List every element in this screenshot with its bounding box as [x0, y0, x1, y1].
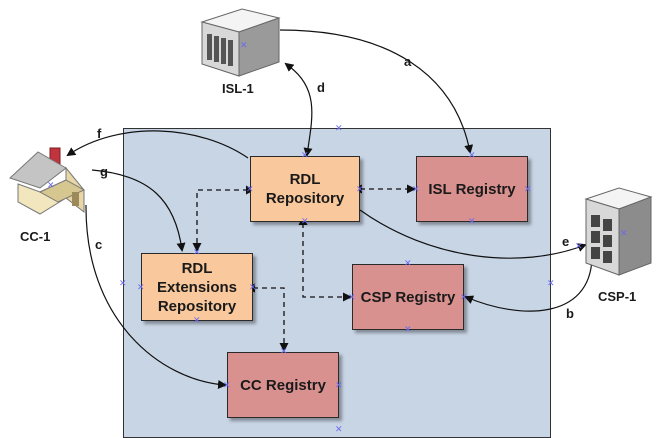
edge-label-d: d [317, 80, 325, 95]
csp1-server-icon[interactable] [581, 185, 656, 280]
connection-marker: ✕ [404, 258, 412, 268]
connection-marker: ✕ [249, 282, 257, 292]
csp1-label: CSP-1 [598, 289, 637, 304]
csp-registry-label: CSP Registry [360, 288, 456, 306]
isl-registry-box[interactable]: ISL Registry [416, 156, 528, 222]
connection-marker: ✕ [356, 184, 364, 194]
connection-marker: ✕ [301, 150, 309, 160]
rdl-extensions-repository-box[interactable]: RDL Extensions Repository [141, 253, 253, 321]
isl1-server-icon[interactable] [197, 4, 287, 79]
connection-marker: ✕ [47, 180, 55, 190]
connection-marker: ✕ [547, 278, 555, 288]
edge-c-line [85, 204, 227, 389]
dashed-link-extensions-cc [246, 283, 289, 352]
cc1-house-icon[interactable] [8, 140, 88, 220]
rdl-extensions-line2: Extensions [156, 278, 238, 296]
edge-d-line [284, 62, 313, 157]
connection-marker: ✕ [223, 380, 231, 390]
edge-g-line [91, 169, 186, 252]
connection-marker: ✕ [193, 247, 201, 257]
connection-marker: ✕ [348, 292, 356, 302]
connection-marker: ✕ [620, 228, 628, 238]
isl1-label: ISL-1 [222, 81, 254, 96]
isl-registry-label: ISL Registry [428, 180, 516, 198]
edge-label-e: e [562, 234, 570, 249]
connection-marker: ✕ [335, 380, 343, 390]
connection-marker: ✕ [137, 282, 145, 292]
rdl-repository-box[interactable]: RDL Repository [250, 156, 360, 222]
edge-label-b: b [566, 306, 574, 321]
edge-label-f: f [97, 126, 102, 141]
edge-e-line [359, 209, 587, 259]
connection-marker: ✕ [412, 184, 420, 194]
rdl-repository-line2: Repository [265, 190, 345, 207]
connection-marker: ✕ [468, 150, 476, 160]
connection-marker: ✕ [404, 324, 412, 334]
edge-f-line [66, 130, 249, 159]
connection-marker: ✕ [335, 123, 343, 133]
csp-registry-box[interactable]: CSP Registry [352, 264, 464, 330]
dashed-link-repo-extensions [192, 185, 255, 252]
connection-marker: ✕ [335, 424, 343, 434]
edge-b-line [464, 257, 593, 312]
connection-marker: ✕ [460, 292, 468, 302]
connection-marker: ✕ [119, 278, 127, 288]
connection-marker: ✕ [524, 184, 532, 194]
edge-label-a: a [404, 54, 412, 69]
cc-registry-box[interactable]: CC Registry [227, 352, 339, 418]
rdl-repository-line1: RDL [289, 171, 321, 188]
connection-marker: ✕ [468, 216, 476, 226]
edge-label-g: g [100, 164, 108, 179]
connection-marker: ✕ [240, 40, 248, 50]
dashed-link-repo-csp [298, 216, 352, 302]
rdl-extensions-line3: Repository [157, 297, 237, 315]
cc-registry-label: CC Registry [240, 376, 326, 394]
connection-marker: ✕ [301, 216, 309, 226]
cc1-label: CC-1 [20, 229, 51, 244]
edge-a-line [279, 29, 474, 154]
connection-marker: ✕ [193, 315, 201, 325]
edge-label-c: c [95, 237, 103, 252]
connection-marker: ✕ [280, 346, 288, 356]
connection-marker: ✕ [575, 241, 583, 251]
connection-marker: ✕ [246, 184, 254, 194]
rdl-extensions-line1: RDL [181, 259, 213, 277]
